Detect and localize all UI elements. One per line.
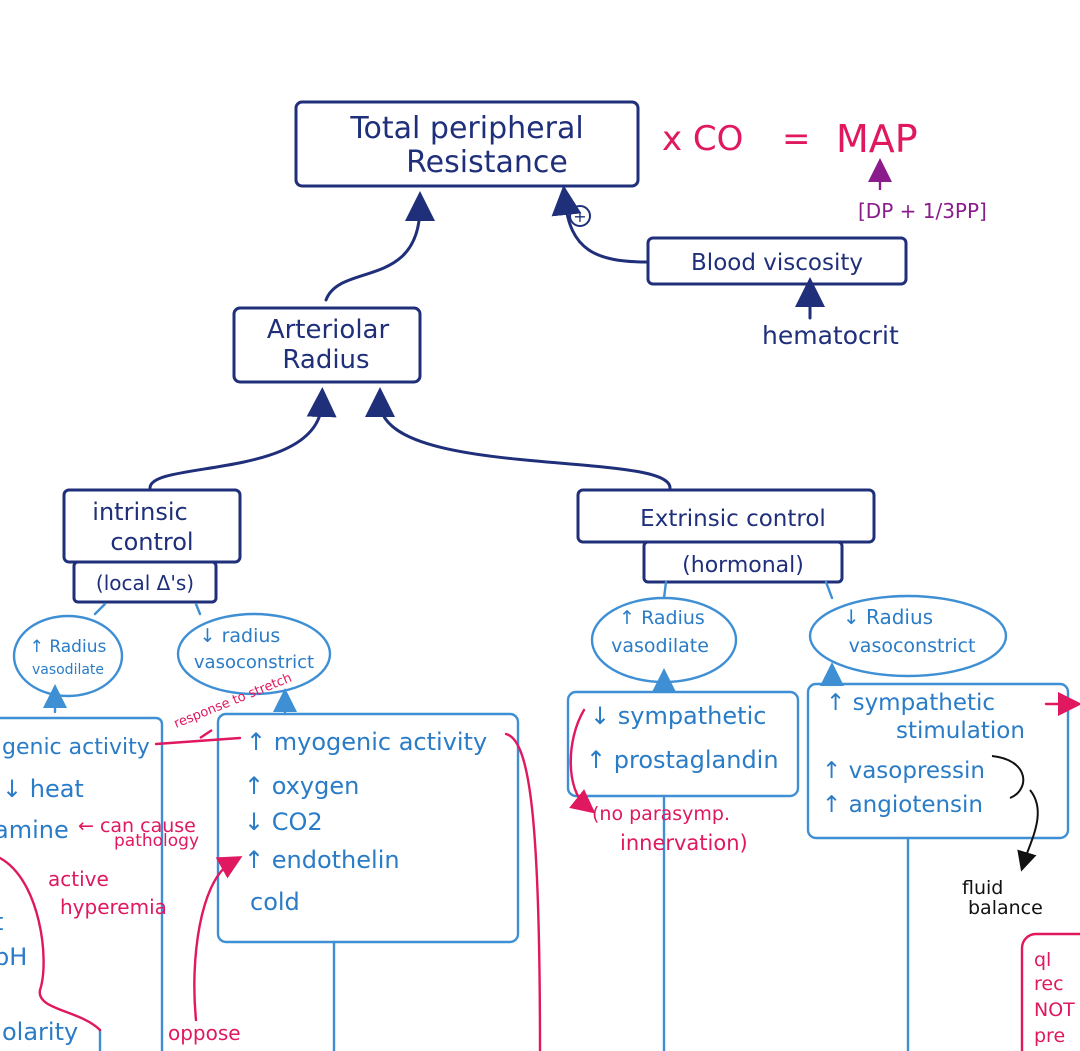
viscosity-to-tpr-arrow (551, 185, 650, 264)
left-item-6: pH (0, 943, 27, 971)
extrinsic-to-radius-arrow (365, 387, 672, 490)
no-parasymp-line1: (no parasymp. (592, 803, 730, 825)
right-item-2: stimulation (896, 718, 1025, 744)
sym-item-2: ↑ prostaglandin (586, 746, 779, 774)
right-item-3: ↑ vasopressin (822, 758, 985, 784)
extrinsic-sub: (hormonal) (682, 553, 804, 578)
fluid-balance-line2: balance (968, 897, 1043, 919)
left-item-7: olarity (2, 1018, 78, 1046)
right-item-1: ↑ sympathetic (826, 690, 995, 716)
intrinsic-vasodilate-bubble (12, 614, 124, 698)
intrinsic-sub: (local Δ's) (96, 571, 194, 595)
intrinsic-line2: control (110, 528, 193, 556)
extr-down-line1: ↓ Radius (843, 605, 933, 629)
mid-item-5: cold (250, 888, 300, 916)
arteriolar-radius-box (232, 306, 422, 384)
corner-note-3: NOT (1034, 999, 1075, 1021)
corner-note-4: pre (1034, 1025, 1065, 1047)
intr-down-line2: vasoconstrict (194, 652, 314, 673)
intrinsic-line1: intrinsic (92, 498, 187, 526)
extrinsic-sub-box (642, 540, 844, 584)
hyperemia-note: hyperemia (60, 895, 167, 919)
hematocrit-label: hematocrit (762, 321, 899, 350)
pathology-note: pathology (114, 831, 199, 851)
intr-up-connector (93, 602, 107, 616)
corner-note-box (1020, 932, 1080, 1051)
map-text: MAP (836, 117, 918, 161)
plus-sign: + (573, 207, 586, 226)
middle-list-box (216, 712, 520, 944)
intrinsic-vasoconstrict-bubble (176, 612, 332, 696)
extrinsic-vasoconstrict-bubble (808, 594, 1008, 678)
left-item-1: genic activity (2, 735, 150, 760)
tpr-line1: Total peripheral (349, 111, 583, 146)
map-formula: [DP + 1/3PP] (858, 199, 987, 223)
left-item-2: ↓ heat (2, 775, 84, 803)
right-item-4: ↑ angiotensin (822, 792, 983, 818)
vasopressin-bracket (991, 755, 1025, 799)
fluid-balance-line1: fluid (962, 877, 1003, 899)
active-note: active (48, 867, 109, 891)
left-item-5: t (0, 908, 3, 936)
oppose-arrow (193, 856, 243, 1022)
blood-viscosity-label: Blood viscosity (691, 250, 863, 276)
intr-down-line1: ↓ radius (200, 625, 281, 647)
extr-down-connector (824, 580, 834, 600)
extrinsic-line1: Extrinsic control (640, 506, 826, 532)
mid-item-3: ↓ CO2 (244, 808, 323, 836)
times-co-text: x CO (662, 119, 743, 159)
can-cause-note: ← can cause (78, 815, 196, 837)
sym-item-1: ↓ sympathetic (590, 702, 766, 730)
intrinsic-sub-box (72, 560, 218, 604)
myogenic-link-tick (199, 729, 213, 739)
total-peripheral-resistance-box (294, 100, 640, 188)
sympathetic-prostaglandin-box (566, 690, 800, 798)
no-parasymp-arrow (569, 708, 596, 814)
intrinsic-to-radius-arrow (148, 387, 337, 490)
arteriolar-line1: Arteriolar (267, 315, 390, 345)
radius-to-tpr-arrow (324, 191, 435, 302)
no-parasymp-line2: innervation) (620, 831, 748, 855)
right-list-box (806, 682, 1070, 840)
arteriolar-line2: Radius (282, 345, 369, 375)
plus-circle-icon (569, 205, 591, 227)
left-item-3: amine (0, 816, 69, 844)
mid-item-4: ↑ endothelin (244, 846, 400, 874)
response-to-stretch-note: response to stretch (172, 671, 294, 732)
corner-note-1: ql (1034, 949, 1051, 971)
fluid-balance-arrow (1017, 789, 1039, 872)
left-pink-curve (0, 856, 102, 1032)
oppose-note: oppose (168, 1021, 241, 1045)
left-list-box (0, 716, 164, 1051)
tpr-line2: Resistance (406, 145, 568, 180)
extr-down-line2: vasoconstrict (849, 635, 976, 657)
intr-up-line1: ↑ Radius (30, 637, 107, 657)
intr-down-connector (194, 602, 202, 616)
mid-item-2: ↑ oxygen (244, 772, 359, 800)
equals-sign: = (782, 119, 811, 159)
myogenic-link-line (154, 736, 242, 746)
extr-up-connector (662, 580, 668, 600)
mid-item-1: ↑ myogenic activity (246, 728, 487, 756)
extr-up-line1: ↑ Radius (619, 607, 705, 629)
intr-up-line2: vasodilate (32, 662, 104, 678)
myogenic-pink-curve (504, 732, 542, 1051)
extr-up-line2: vasodilate (611, 635, 709, 657)
corner-note-2: rec (1034, 973, 1064, 995)
